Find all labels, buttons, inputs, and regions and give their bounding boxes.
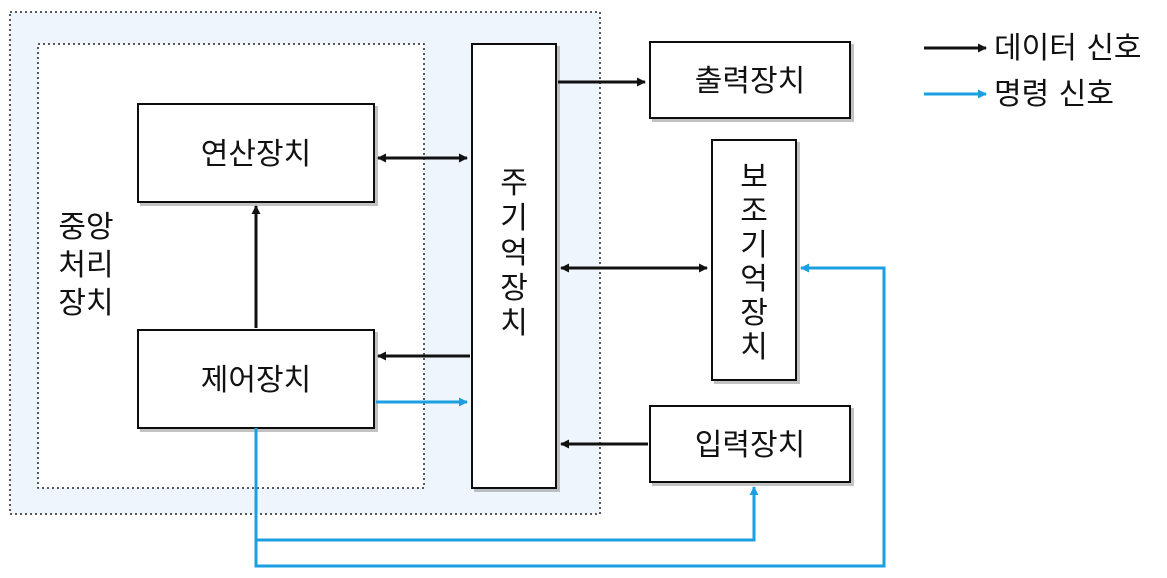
alu-block <box>137 103 375 203</box>
secondary-storage-char-4: 억 <box>740 262 768 297</box>
alu-label: 연산장치 <box>201 137 311 172</box>
control-unit-block <box>137 329 375 429</box>
legend-data-signal-label: 데이터 신호 <box>994 31 1142 66</box>
secondary-storage-block <box>711 139 797 381</box>
input-unit-label: 입력장치 <box>695 428 805 463</box>
secondary-storage-char-2: 조 <box>740 194 768 229</box>
cpu-label-line-2: 처리 <box>58 248 113 283</box>
main-memory-char-4: 장 <box>500 271 528 306</box>
cpu-label-line-3: 장치 <box>58 286 113 321</box>
secondary-storage-char-1: 보 <box>740 160 768 195</box>
command-arrow-control-to-secondary <box>254 263 886 568</box>
main-memory-char-5: 치 <box>500 306 528 341</box>
main-memory-char-3: 억 <box>500 236 528 271</box>
output-unit-label: 출력장치 <box>695 64 805 99</box>
command-arrow-control-to-input <box>254 428 759 542</box>
main-memory-char-1: 주 <box>500 166 528 201</box>
legend-command-signal-label: 명령 신호 <box>994 77 1114 112</box>
main-memory-char-2: 기 <box>500 201 528 236</box>
cpu-label-line-1: 중앙 <box>58 210 113 245</box>
secondary-storage-char-5: 장 <box>740 296 768 331</box>
secondary-storage-char-6: 치 <box>740 330 768 365</box>
secondary-storage-char-3: 기 <box>740 228 768 263</box>
main-memory-block <box>471 43 557 489</box>
control-unit-label: 제어장치 <box>201 363 311 398</box>
input-unit-block <box>649 405 851 483</box>
output-unit-block <box>649 41 851 119</box>
